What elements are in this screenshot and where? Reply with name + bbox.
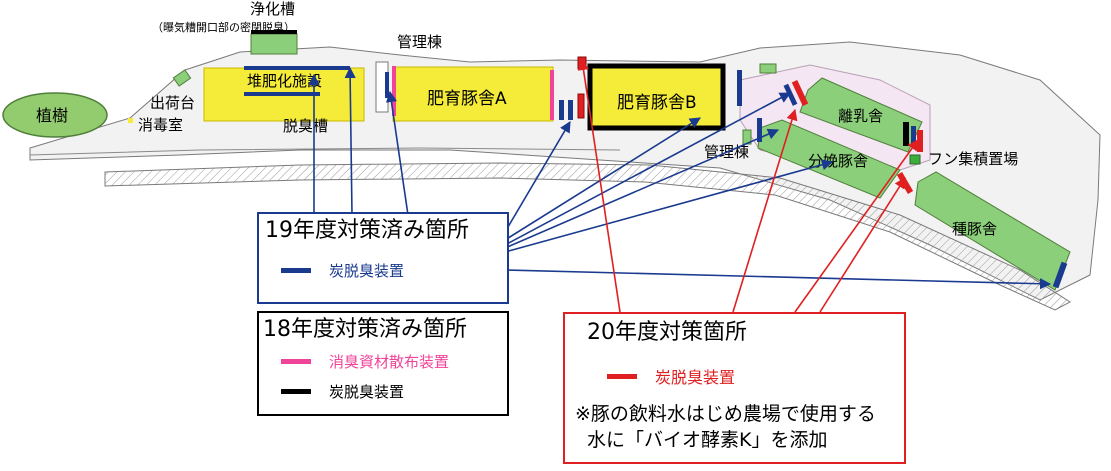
farrowing-label: 分娩豚舎: [808, 152, 868, 170]
disinfect-label: 消毒室: [138, 116, 183, 134]
deodor-tank-label: 脱臭槽: [283, 117, 328, 135]
small-building: [172, 69, 192, 87]
legend-2019: 19年度対策済み箇所 炭脱臭装置: [257, 212, 509, 304]
disinfect-marker: [128, 118, 133, 123]
farrowing-barn: [757, 119, 901, 199]
legend-2020-swatch: [607, 373, 637, 379]
legend-2018-swatch-black: [281, 389, 311, 394]
weaning-red-device: [791, 79, 809, 107]
fatten-b-red-device: [577, 93, 585, 119]
tree-area: [2, 92, 108, 138]
weaning-red-device: [917, 130, 923, 152]
breeding-carbon-device: [1052, 261, 1068, 289]
weaning-label: 離乳舎: [838, 107, 883, 125]
shipping-label: 出荷台: [150, 94, 195, 112]
fatten-a-label: 肥育豚舎A: [427, 89, 507, 109]
trees-label: 植樹: [36, 106, 68, 125]
compost-carbon-device: [244, 92, 320, 96]
legend-2018-item2-label: 炭脱臭装置: [329, 383, 405, 401]
manure-label: フン集積置場: [928, 150, 1018, 168]
fatten-a-carbon-device: [568, 100, 573, 120]
legend-2020: 20年度対策箇所 炭脱臭装置 ※豚の飲料水はじめ農場で使用する 水に「バイオ酵素…: [563, 312, 906, 464]
purifier-note: （曝気糟開口部の密閉脱臭）: [152, 20, 295, 34]
legend-2018: 18年度対策済み箇所 消臭資材散布装置 炭脱臭装置: [257, 311, 509, 416]
legend-2020-item-label: 炭脱臭装置: [655, 368, 736, 387]
legend-2019-swatch: [281, 268, 311, 273]
purifier-carbon-device: [251, 30, 297, 34]
fatten-a-carbon-device: [559, 100, 564, 120]
legend-2018-title: 18年度対策済み箇所: [263, 317, 467, 342]
weaning-carbon-device: [911, 126, 916, 146]
breeding-label: 種豚舎: [952, 220, 997, 238]
legend-2018-item-2: 炭脱臭装置: [281, 381, 404, 402]
arrows-2019: [308, 66, 1052, 290]
purifier-tank: [250, 33, 298, 55]
arrows-2020: [577, 58, 919, 313]
weaning-black-device: [903, 122, 909, 146]
admin1-label: 管理棟: [397, 33, 442, 51]
farrowing-carbon-device: [757, 118, 762, 142]
fatten-a-carbon-device: [385, 72, 389, 98]
small-building: [909, 154, 921, 165]
legend-2018-item1-label: 消臭資材散布装置: [329, 353, 450, 371]
purifier-label: 浄化槽: [250, 0, 295, 18]
compost-label: 堆肥化施設: [247, 72, 322, 90]
fatten-b-label: 肥育豚舎B: [617, 93, 697, 113]
compost-carbon-device: [244, 66, 350, 70]
legend-2018-swatch-pink: [281, 359, 311, 364]
road-line: [29, 147, 621, 156]
legend-2020-note-2: 水に「バイオ酵素K」を添加: [587, 429, 828, 451]
legend-2020-note-1: ※豚の飲料水はじめ農場で使用する: [575, 403, 876, 425]
hatched-road: [104, 162, 1071, 311]
fatten-a-deodorant-sprayer: [550, 70, 554, 120]
legend-2019-title: 19年度対策済み箇所: [265, 218, 469, 243]
fatten-b-black-frame: [587, 63, 726, 131]
legend-2020-title: 20年度対策箇所: [587, 320, 747, 345]
fatten-b-carbon-device: [737, 70, 742, 106]
legend-2019-item-label: 炭脱臭装置: [329, 262, 405, 280]
legend-2019-item: 炭脱臭装置: [281, 260, 404, 281]
legend-2020-item: 炭脱臭装置: [607, 364, 735, 388]
legend-2018-item-1: 消臭資材散布装置: [281, 351, 449, 372]
small-building: [759, 63, 777, 74]
